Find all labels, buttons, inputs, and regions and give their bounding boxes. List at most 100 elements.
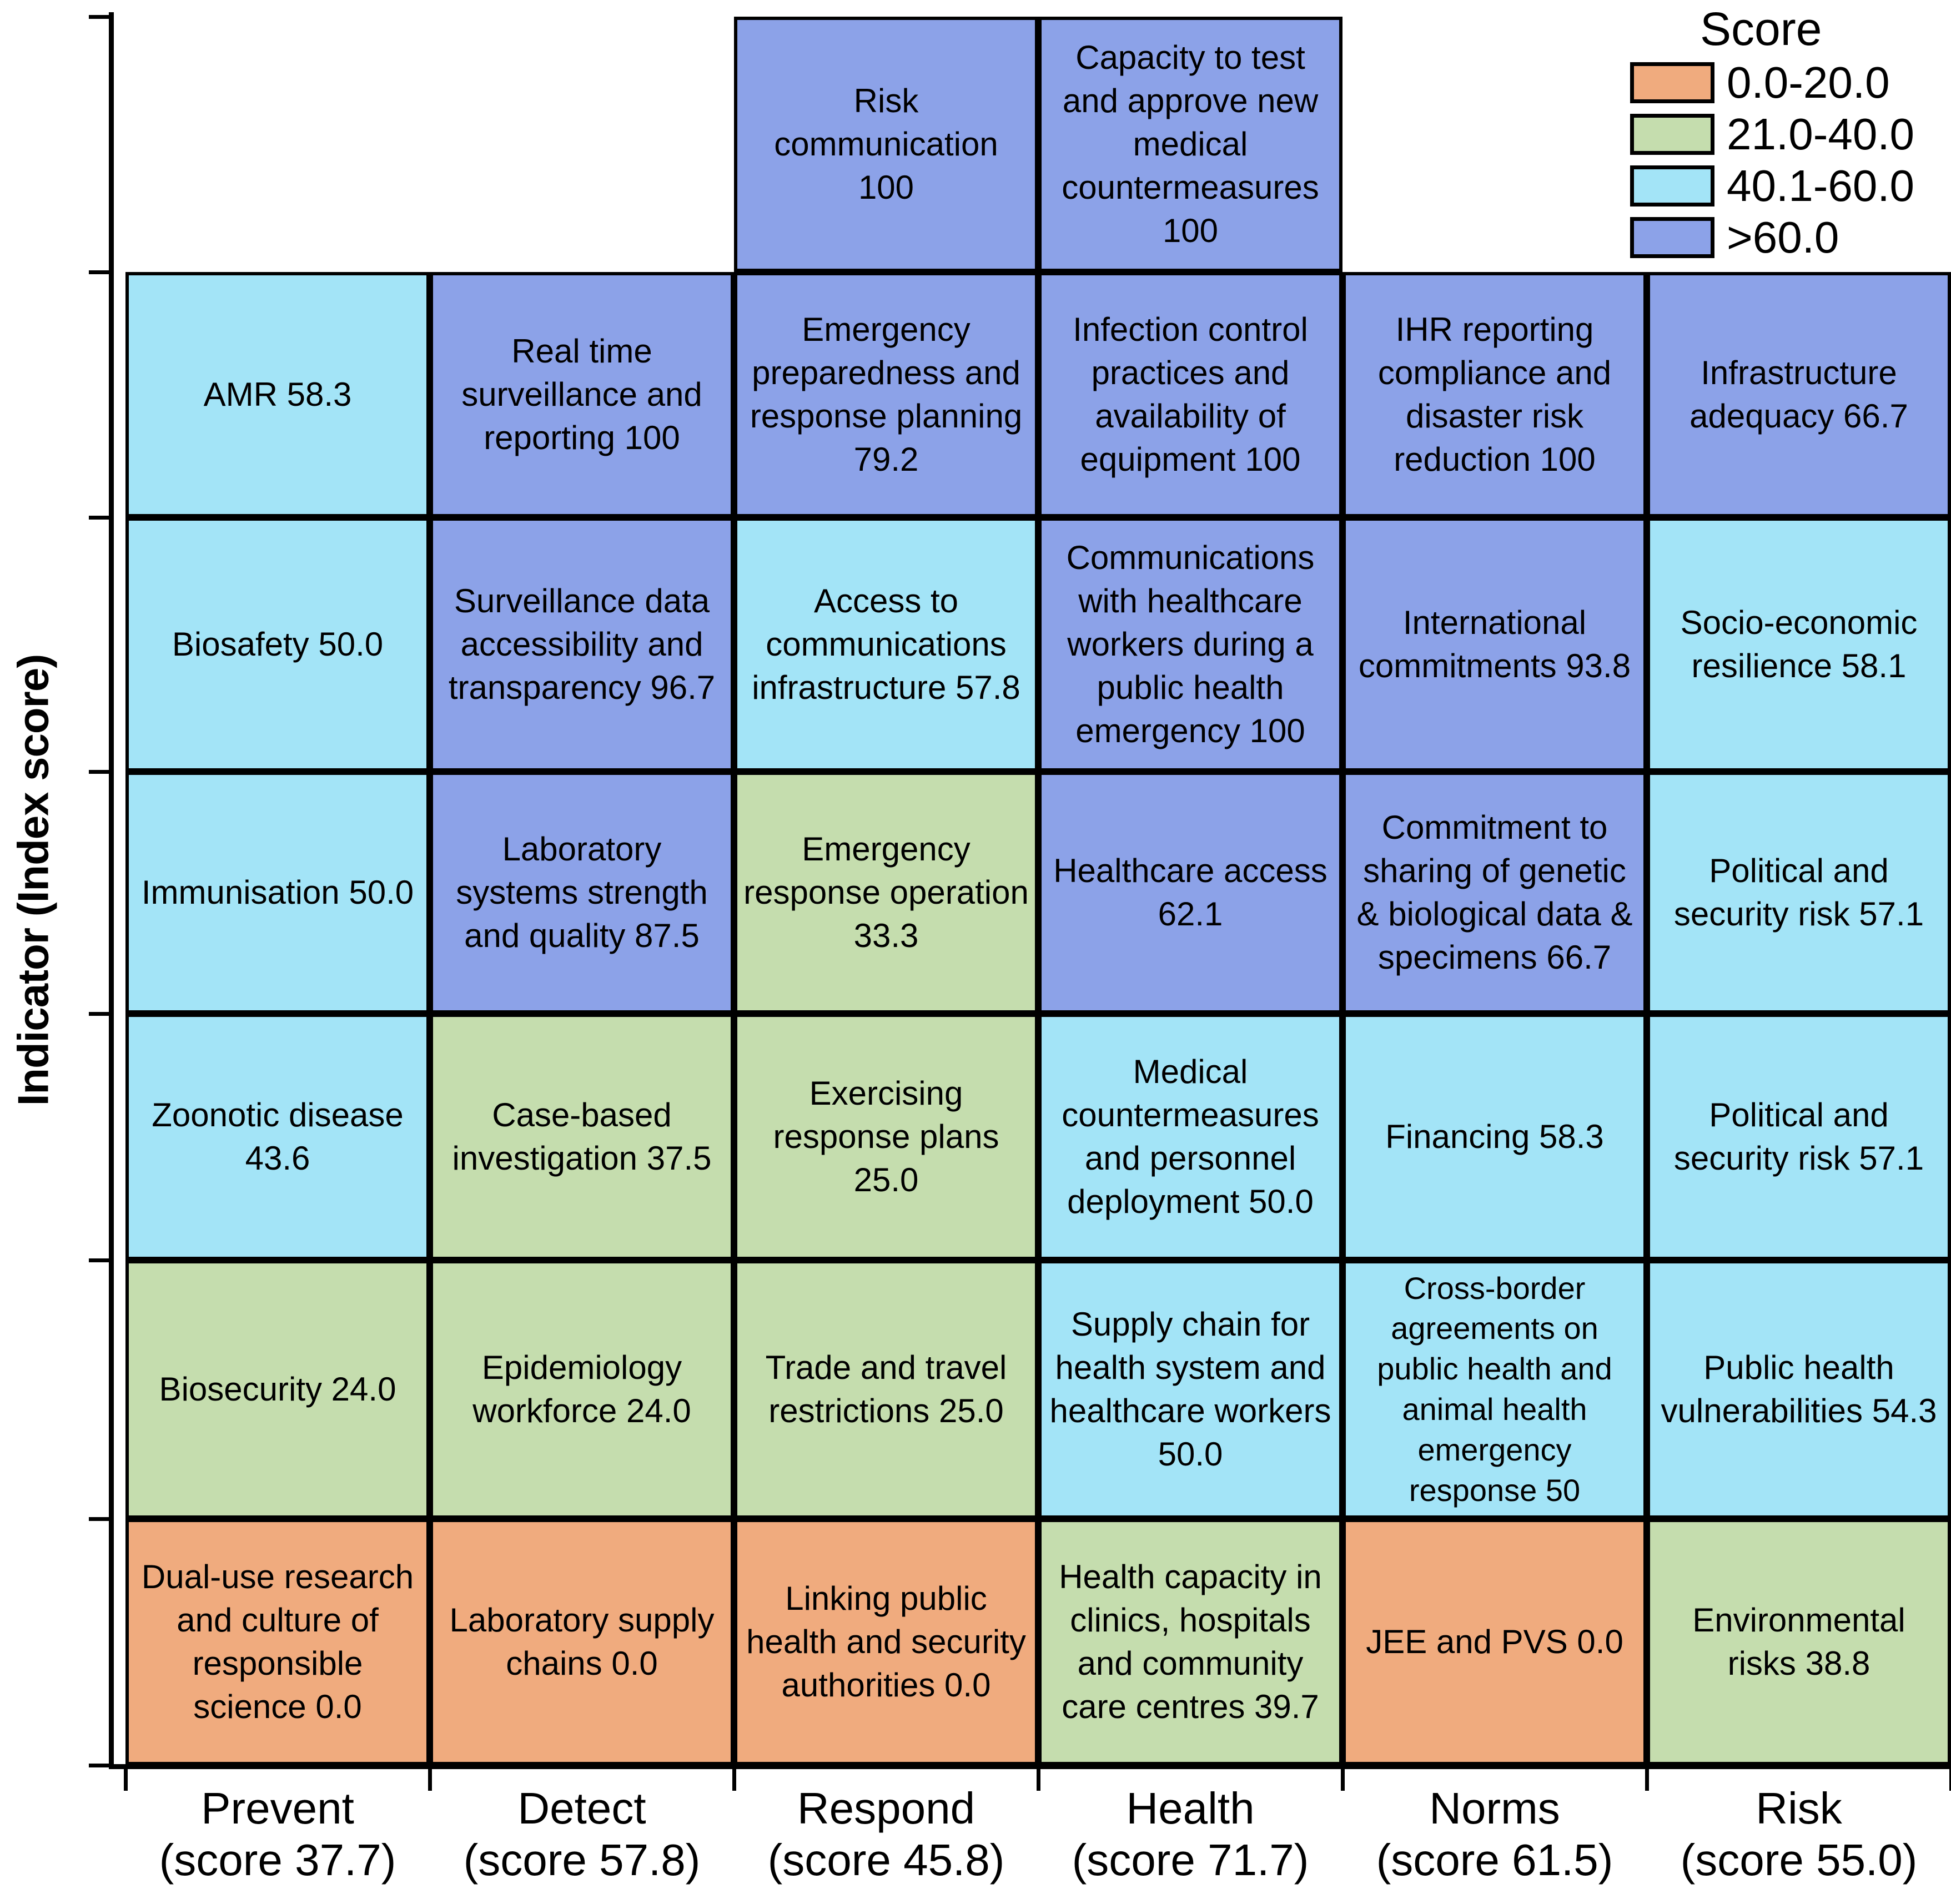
x-axis-tick-0: [124, 1769, 128, 1791]
heatmap-cell-label: Risk communication 100: [774, 82, 998, 206]
heatmap-cell-detect-3[interactable]: Laboratory systems strength and quality …: [430, 772, 734, 1014]
heatmap-cell-label: Linking public health and security autho…: [746, 1580, 1026, 1704]
legend-swatch-icon: [1630, 113, 1714, 155]
heatmap-cell-prevent-4[interactable]: Zoonotic disease 43.6: [125, 1014, 430, 1260]
heatmap-cell-label: Capacity to test and approve new medical…: [1062, 39, 1319, 249]
x-axis-tick-2: [732, 1769, 736, 1791]
heatmap-cell-label: Epidemiology workforce 24.0: [472, 1349, 691, 1429]
legend-swatch-icon: [1630, 62, 1714, 103]
x-axis-label-name: Risk: [1756, 1784, 1842, 1833]
x-axis-tick-6: [1949, 1769, 1951, 1791]
x-axis-label-score: (score 45.8): [767, 1835, 1005, 1885]
heatmap-cell-health-3[interactable]: Healthcare access 62.1: [1038, 772, 1342, 1014]
x-axis-label-respond: Respond(score 45.8): [734, 1783, 1038, 1886]
heatmap-cell-detect-6[interactable]: Laboratory supply chains 0.0: [430, 1519, 734, 1765]
x-axis-tick-3: [1037, 1769, 1040, 1791]
heatmap-cell-label: Medical countermeasures and personnel de…: [1062, 1053, 1319, 1220]
heatmap-cell-risk-4[interactable]: Political and security risk 57.1: [1647, 1014, 1951, 1260]
x-axis-label-score: (score 37.7): [159, 1835, 396, 1885]
heatmap-cell-respond-6[interactable]: Linking public health and security autho…: [734, 1519, 1038, 1765]
y-axis-tick-6: [89, 1517, 111, 1521]
heatmap-cell-label: Biosecurity 24.0: [159, 1371, 396, 1408]
legend-swatch-icon: [1630, 216, 1714, 258]
heatmap-cell-label: Financing 58.3: [1385, 1118, 1604, 1155]
y-axis-tick-3: [89, 770, 111, 774]
heatmap-cell-risk-3[interactable]: Political and security risk 57.1: [1647, 772, 1951, 1014]
heatmap-cell-label: Environmental risks 38.8: [1692, 1601, 1905, 1682]
heatmap-cell-respond-3[interactable]: Emergency response operation 33.3: [734, 772, 1038, 1014]
heatmap-cell-label: Healthcare access 62.1: [1053, 852, 1328, 933]
x-axis-label-name: Detect: [517, 1784, 646, 1833]
legend-entry-label: 21.0-40.0: [1727, 109, 1915, 159]
x-axis-label-health: Health(score 71.7): [1038, 1783, 1342, 1886]
heatmap-cell-norms-6[interactable]: JEE and PVS 0.0: [1342, 1519, 1647, 1765]
heatmap-cell-risk-1[interactable]: Infrastructure adequacy 66.7: [1647, 272, 1951, 517]
heatmap-cell-respond-0[interactable]: Risk communication 100: [734, 17, 1038, 272]
heatmap-cell-health-1[interactable]: Infection control practices and availabi…: [1038, 272, 1342, 517]
heatmap-cell-label: Emergency preparedness and response plan…: [750, 311, 1023, 478]
x-axis-tick-1: [428, 1769, 432, 1791]
heatmap-cell-label: Socio-economic resilience 58.1: [1680, 604, 1918, 684]
legend-entry-1[interactable]: 21.0-40.0: [1630, 108, 1941, 160]
heatmap-cell-respond-5[interactable]: Trade and travel restrictions 25.0: [734, 1260, 1038, 1519]
y-axis-spine: [109, 12, 114, 1767]
heatmap-cell-label: Exercising response plans 25.0: [773, 1075, 999, 1198]
heatmap-cell-label: AMR 58.3: [203, 376, 352, 413]
legend-entry-0[interactable]: 0.0-20.0: [1630, 57, 1941, 108]
heatmap-cell-prevent-5[interactable]: Biosecurity 24.0: [125, 1260, 430, 1519]
heatmap-cell-norms-3[interactable]: Commitment to sharing of genetic & biolo…: [1342, 772, 1647, 1014]
heatmap-cell-detect-2[interactable]: Surveillance data accessibility and tran…: [430, 517, 734, 772]
heatmap-cell-detect-1[interactable]: Real time surveillance and reporting 100: [430, 272, 734, 517]
y-axis-title: Indicator (Index score): [8, 654, 58, 1106]
heatmap-cell-prevent-3[interactable]: Immunisation 50.0: [125, 772, 430, 1014]
heatmap-cell-risk-6[interactable]: Environmental risks 38.8: [1647, 1519, 1951, 1765]
heatmap-cell-norms-5[interactable]: Cross-border agreements on public health…: [1342, 1260, 1647, 1519]
heatmap-cell-detect-4[interactable]: Case-based investigation 37.5: [430, 1014, 734, 1260]
heatmap-cell-health-5[interactable]: Supply chain for health system and healt…: [1038, 1260, 1342, 1519]
x-axis-label-name: Health: [1126, 1784, 1255, 1833]
heatmap-cell-risk-5[interactable]: Public health vulnerabilities 54.3: [1647, 1260, 1951, 1519]
heatmap-cell-prevent-2[interactable]: Biosafety 50.0: [125, 517, 430, 772]
heatmap-cell-label: Access to communications infrastructure …: [752, 582, 1020, 706]
heatmap-cell-label: Emergency response operation 33.3: [743, 830, 1029, 954]
heatmap-cell-label: Surveillance data accessibility and tran…: [448, 582, 716, 706]
legend-entry-label: 0.0-20.0: [1727, 57, 1890, 107]
x-axis-label-score: (score 71.7): [1072, 1835, 1309, 1885]
legend-entry-label: >60.0: [1727, 212, 1839, 262]
heatmap-cell-norms-4[interactable]: Financing 58.3: [1342, 1014, 1647, 1260]
heatmap-cell-respond-2[interactable]: Access to communications infrastructure …: [734, 517, 1038, 772]
x-axis-spine: [109, 1764, 1951, 1769]
heatmap-cell-health-0[interactable]: Capacity to test and approve new medical…: [1038, 17, 1342, 272]
heatmap-cell-norms-1[interactable]: IHR reporting compliance and disaster ri…: [1342, 272, 1647, 517]
heatmap-cell-label: Case-based investigation 37.5: [452, 1096, 712, 1177]
x-axis-label-name: Respond: [797, 1784, 976, 1833]
heatmap-cell-prevent-6[interactable]: Dual-use research and culture of respons…: [125, 1519, 430, 1765]
x-axis-label-name: Prevent: [201, 1784, 354, 1833]
x-axis-label-risk: Risk(score 55.0): [1647, 1783, 1951, 1886]
heatmap-cell-respond-4[interactable]: Exercising response plans 25.0: [734, 1014, 1038, 1260]
heatmap-cell-respond-1[interactable]: Emergency preparedness and response plan…: [734, 272, 1038, 517]
heatmap-cell-label: Laboratory systems strength and quality …: [456, 830, 708, 954]
heatmap-cell-health-2[interactable]: Communications with healthcare workers d…: [1038, 517, 1342, 772]
legend-swatch-icon: [1630, 165, 1714, 206]
heatmap-cell-health-4[interactable]: Medical countermeasures and personnel de…: [1038, 1014, 1342, 1260]
y-axis-tick-7: [89, 1764, 111, 1767]
heatmap-cell-health-6[interactable]: Health capacity in clinics, hospitals an…: [1038, 1519, 1342, 1765]
heatmap-cell-detect-5[interactable]: Epidemiology workforce 24.0: [430, 1260, 734, 1519]
heatmap-cell-label: Cross-border agreements on public health…: [1377, 1270, 1612, 1508]
legend-entry-2[interactable]: 40.1-60.0: [1630, 160, 1941, 211]
x-axis-label-prevent: Prevent(score 37.7): [125, 1783, 430, 1886]
heatmap-cell-label: Infection control practices and availabi…: [1073, 311, 1308, 478]
heatmap-cell-risk-2[interactable]: Socio-economic resilience 58.1: [1647, 517, 1951, 772]
heatmap-cell-prevent-1[interactable]: AMR 58.3: [125, 272, 430, 517]
y-axis-tick-4: [89, 1012, 111, 1016]
legend-entry-label: 40.1-60.0: [1727, 160, 1915, 210]
x-axis-tick-4: [1341, 1769, 1345, 1791]
heatmap-cell-norms-2[interactable]: International commitments 93.8: [1342, 517, 1647, 772]
heatmap-cell-label: Immunisation 50.0: [141, 874, 414, 911]
legend-entry-3[interactable]: >60.0: [1630, 211, 1941, 263]
heatmap-cell-label: Commitment to sharing of genetic & biolo…: [1356, 809, 1633, 976]
